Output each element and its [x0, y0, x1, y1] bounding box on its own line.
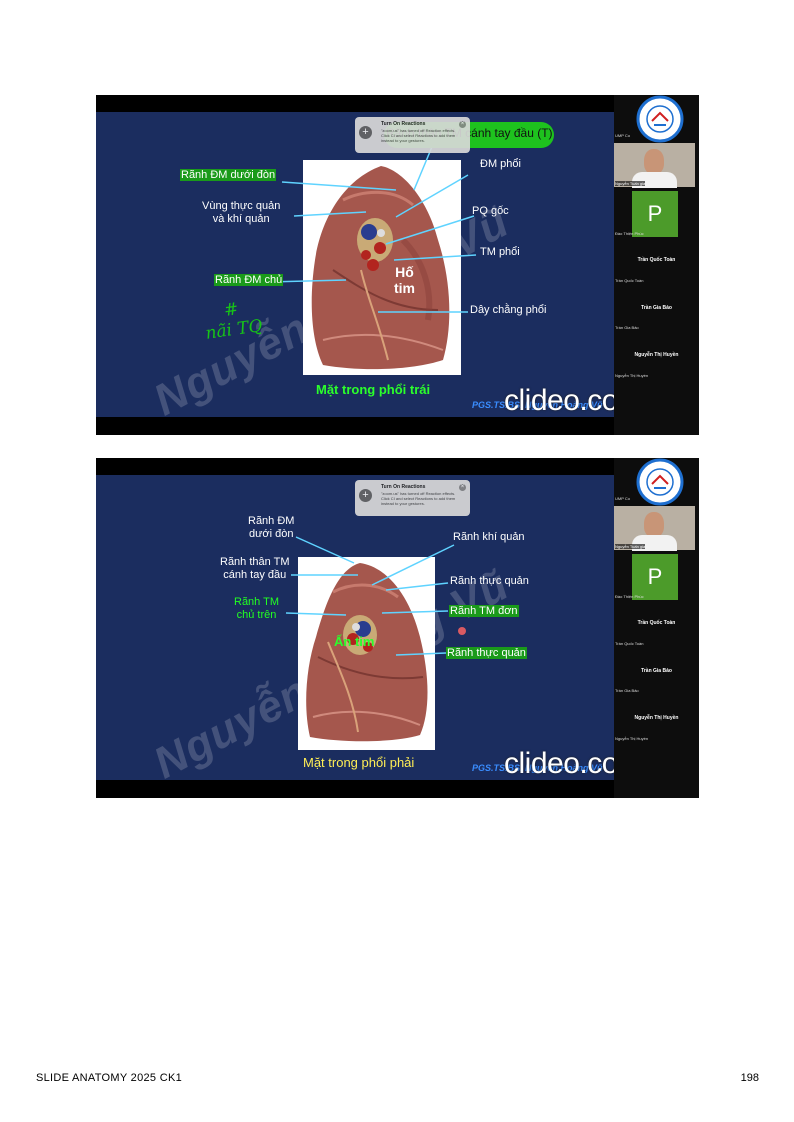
reactions-popup[interactable]: + Turn On Reactions "zoom.us" has turned… — [355, 117, 470, 153]
screenshot-2: Nguyễn Hoàng Vũ — [96, 458, 699, 798]
participant-1-bold: Trần Quốc Toàn — [637, 620, 676, 626]
sidebar-top-small: UMP Co — [615, 133, 631, 138]
participant-3-bold: Nguyễn Thị Huyền — [634, 715, 679, 721]
face — [644, 512, 664, 537]
label-ranh-thuc-quan-2: Rãnh thực quản — [446, 647, 527, 660]
label-ranh-khi-quan: Rãnh khí quản — [453, 531, 525, 543]
label-ranh-than-tm: Rãnh thân TM cánh tay đầu — [220, 556, 290, 581]
video-tile[interactable]: Nguyễn Tuấn gia — [614, 143, 695, 188]
label-tm-phoi: TM phổi — [480, 246, 520, 258]
slide-credit: PGS.TS.BS. Nguyễn Hoàng Vũ — [472, 400, 603, 410]
label-ranh-tm-chu-tren: Rãnh TM chủ trên — [234, 596, 280, 621]
popup-body: "zoom.us" has turned off Reaction effect… — [381, 128, 456, 143]
plus-icon: + — [359, 489, 372, 502]
label-ranh-dm-duoi-don: Rãnh ĐM dưới đòn — [248, 515, 295, 540]
plus-icon: + — [359, 126, 372, 139]
label-ranh-tm-don: Rãnh TM đơn — [449, 605, 519, 618]
pointer-dot — [458, 627, 466, 635]
label-ranh-dm-duoi-don-text: Rãnh ĐM dưới đòn — [180, 169, 277, 181]
avatar[interactable]: P — [632, 191, 678, 237]
participant-2-small: Trần Gia Bảo — [615, 688, 639, 693]
clideo-watermark: clideo.com — [504, 747, 614, 780]
avatar-name: Đào Thiện Phúc — [615, 231, 644, 236]
slide-caption: Mặt trong phổi phải — [303, 755, 415, 770]
participant-1-small: Trần Quốc Toàn — [615, 278, 644, 283]
participant-1-bold: Trần Quốc Toàn — [637, 257, 676, 263]
video-tile[interactable]: Nguyễn Tuấn gia — [614, 506, 695, 551]
zoom-sidebar: UMP Co Nguyễn Tuấn gia P Đào Thiện Phúc … — [614, 458, 699, 798]
participant-3-small: Nguyễn Thị Huyền — [615, 373, 649, 378]
video-name: Nguyễn Tuấn gia — [615, 181, 646, 186]
participant-1-small: Trần Quốc Toàn — [615, 641, 644, 646]
slide-caption: Mặt trong phổi trái — [316, 382, 431, 397]
screenshot-1: Nguyễn Hoàng Vũ — [96, 95, 699, 435]
lung-left-image — [303, 160, 461, 375]
label-ho-tim: Hố tim — [394, 264, 415, 296]
page-number: 198 — [740, 1072, 759, 1084]
zoom-sidebar: UMP Co Nguyễn Tuấn gia P Đào Thiện Phúc … — [614, 95, 699, 435]
slide-1: Nguyễn Hoàng Vũ — [96, 112, 614, 417]
popup-title: Turn On Reactions — [381, 121, 426, 127]
label-ranh-dm-chu: Rãnh ĐM chủ — [214, 274, 284, 287]
participant-3-small: Nguyễn Thị Huyền — [615, 736, 649, 741]
lung-right-image — [298, 557, 435, 750]
popup-body: "zoom.us" has turned off Reaction effect… — [381, 491, 456, 506]
participant-3-bold: Nguyễn Thị Huyền — [634, 352, 679, 358]
popup-title: Turn On Reactions — [381, 484, 426, 490]
footer-title: SLIDE ANATOMY 2025 CK1 — [36, 1072, 183, 1084]
participant-2-small: Trần Gia Bảo — [615, 325, 639, 330]
reactions-popup[interactable]: + Turn On Reactions "zoom.us" has turned… — [355, 480, 470, 516]
connector-lines — [267, 141, 477, 313]
university-logo — [634, 95, 686, 143]
sidebar-top-small: UMP Co — [615, 496, 631, 501]
clideo-watermark: clideo.com — [504, 384, 614, 417]
handwritten-note: # nãi TQ — [204, 299, 264, 344]
face — [644, 149, 664, 174]
label-an-tim: Ấn tim — [334, 634, 375, 649]
label-dm-phoi: ĐM phổi — [480, 158, 521, 170]
close-icon[interactable]: × — [459, 121, 466, 128]
label-ranh-thuc-quan-2-text: Rãnh thực quản — [446, 647, 527, 659]
label-ranh-dm-chu-text: Rãnh ĐM chủ — [214, 274, 284, 286]
university-logo — [634, 458, 686, 506]
video-name: Nguyễn Tuấn gia — [615, 544, 646, 549]
close-icon[interactable]: × — [459, 484, 466, 491]
participant-2-bold: Trần Gia Bảo — [641, 668, 672, 674]
slide-2: Nguyễn Hoàng Vũ — [96, 475, 614, 780]
avatar[interactable]: P — [632, 554, 678, 600]
avatar-name: Đào Thiện Phúc — [615, 594, 644, 599]
slide-credit: PGS.TS.BS. Nguyễn Hoàng Vũ — [472, 763, 603, 773]
label-ranh-tm-don-text: Rãnh TM đơn — [449, 605, 519, 617]
connector-lines — [285, 536, 455, 656]
label-ranh-thuc-quan-1: Rãnh thực quản — [450, 575, 529, 587]
label-pq-goc: PQ gốc — [472, 205, 509, 217]
label-ranh-dm-duoi-don: Rãnh ĐM dưới đòn — [180, 169, 277, 182]
label-day-chang-phoi: Dây chằng phổi — [470, 304, 547, 316]
label-vung-thuc-quan: Vùng thực quản và khí quản — [202, 200, 281, 225]
participant-2-bold: Trần Gia Bảo — [641, 305, 672, 311]
